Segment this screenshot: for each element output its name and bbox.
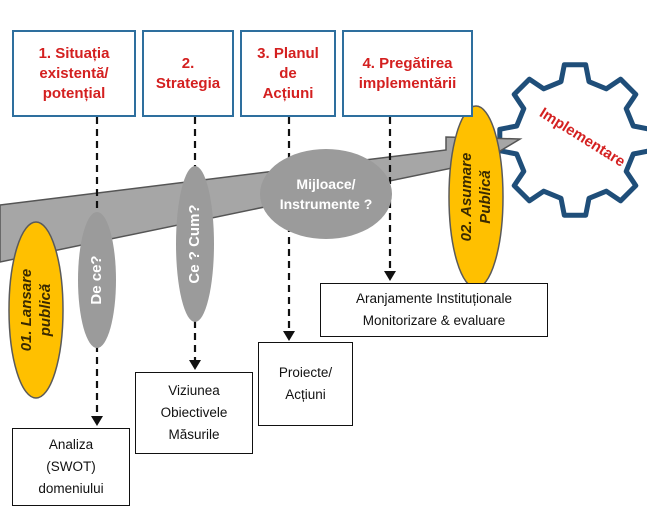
output-box-viziunea: Viziunea Obiectivele Măsurile bbox=[135, 372, 253, 454]
phase-label: 4. Pregătirea implementării bbox=[358, 54, 457, 92]
output-label: Viziunea Obiectivele Măsurile bbox=[160, 383, 228, 442]
milestone-asumare-label: 02. Asumare Publică bbox=[458, 152, 494, 242]
connector-arrowheads bbox=[91, 271, 396, 426]
output-box-analiza: Analiza (SWOT) domeniului bbox=[12, 428, 130, 506]
phase-box-pregatirea: 4. Pregătirea implementării bbox=[342, 30, 473, 117]
phase-label: 2. Strategia bbox=[155, 54, 221, 92]
question-de-ce-label: De ce? bbox=[88, 255, 105, 305]
output-label: Analiza (SWOT) domeniului bbox=[38, 437, 104, 496]
milestone-lansare-label: 01. Lansare publică bbox=[18, 268, 54, 352]
milestone-lansare-shape bbox=[8, 221, 64, 399]
question-de-ce-shape bbox=[78, 212, 116, 348]
phase-label: 3. Planul de Acțiuni bbox=[257, 44, 319, 102]
question-mijloace-shape bbox=[260, 149, 392, 239]
phase-box-strategia: 2. Strategia bbox=[142, 30, 234, 117]
question-ce-cum-label: Ce ? Cum? bbox=[186, 204, 203, 284]
progress-arrow bbox=[0, 136, 523, 263]
phase-label: 1. Situația existentă/ potențial bbox=[38, 44, 110, 102]
question-ce-cum-shape bbox=[176, 166, 214, 322]
output-label: Aranjamente Instituționale Monitorizare … bbox=[355, 291, 513, 328]
phase-box-planul: 3. Planul de Acțiuni bbox=[240, 30, 336, 117]
question-mijloace-label: Mijloace/ Instrumente ? bbox=[279, 176, 373, 212]
output-label: Proiecte/ Acțiuni bbox=[278, 365, 333, 402]
output-box-aranjamente: Aranjamente Instituționale Monitorizare … bbox=[320, 283, 548, 337]
gear-icon bbox=[497, 62, 647, 218]
phase-box-situatia: 1. Situația existentă/ potențial bbox=[12, 30, 136, 117]
output-box-proiecte: Proiecte/ Acțiuni bbox=[258, 342, 353, 426]
